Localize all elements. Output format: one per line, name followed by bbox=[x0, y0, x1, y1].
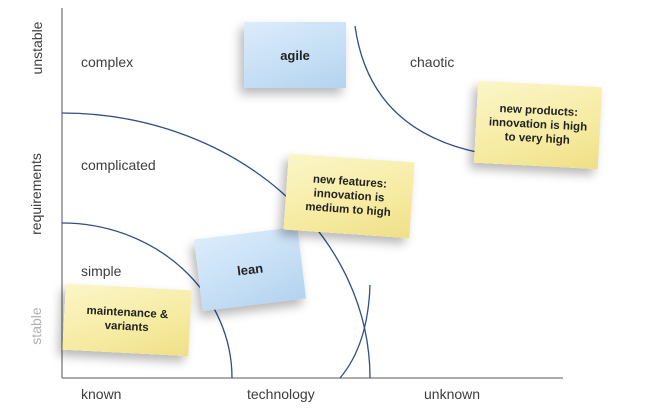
lean-sticky-note: lean bbox=[194, 226, 306, 312]
y-axis-title: requirements bbox=[28, 153, 44, 235]
new-products-sticky-note: new products: innovation is high to very… bbox=[473, 80, 603, 170]
region-simple-label: simple bbox=[81, 263, 122, 279]
complicated-zone-curve-end bbox=[339, 284, 371, 379]
y-axis-high-label: unstable bbox=[29, 21, 45, 75]
region-complicated-label: complicated bbox=[81, 157, 156, 173]
maintenance-sticky-note: maintenance & variants bbox=[62, 283, 192, 357]
x-axis-low-label: known bbox=[81, 386, 122, 402]
region-chaotic-label: chaotic bbox=[410, 54, 455, 70]
x-axis-title: technology bbox=[247, 386, 315, 402]
complicated-zone-curve bbox=[61, 112, 371, 379]
x-axis-high-label: unknown bbox=[424, 386, 481, 402]
new-features-sticky-note: new features: innovation is medium to hi… bbox=[283, 153, 415, 239]
agile-sticky-note: agile bbox=[244, 22, 346, 88]
region-complex-label: complex bbox=[81, 54, 134, 70]
simple-zone-curve bbox=[61, 222, 233, 379]
y-axis-low-label: stable bbox=[28, 307, 44, 345]
